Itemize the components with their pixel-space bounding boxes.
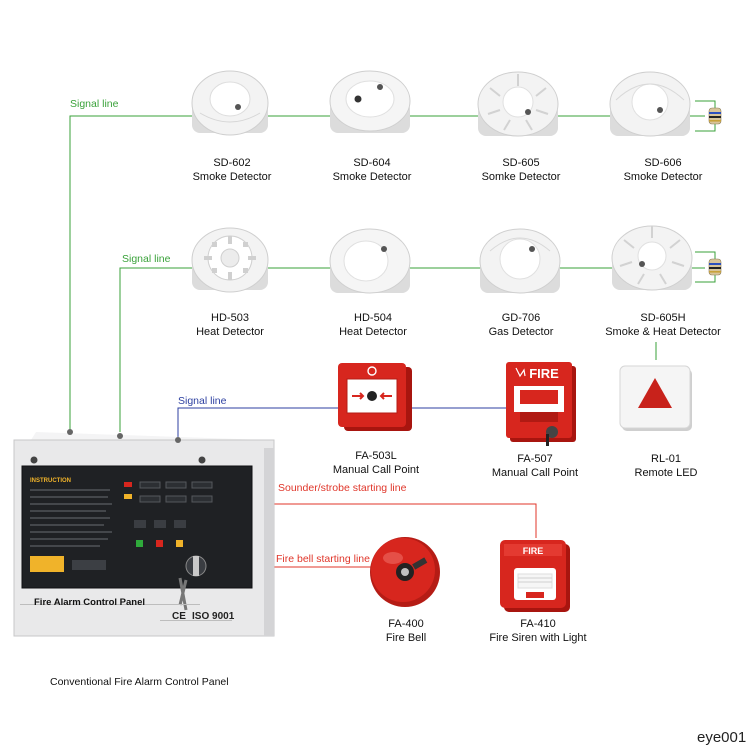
fire-bell-line-label: Fire bell starting line xyxy=(276,553,370,565)
control-panel: INSTRUCTION xyxy=(13,429,275,637)
device-model: GD-706 xyxy=(501,312,541,324)
device-label-rl-01: RL-01 Remote LED xyxy=(591,452,741,480)
device-model: HD-504 xyxy=(354,312,392,324)
device-label-sd-602: SD-602 Smoke Detector xyxy=(157,156,307,184)
device-name: Fire Siren with Light xyxy=(489,632,587,644)
device-label-sd-604: SD-604 Smoke Detector xyxy=(297,156,447,184)
pull-station-face-text: FIRE xyxy=(529,366,559,381)
device-label-fa-503l: FA-503L Manual Call Point xyxy=(301,449,451,477)
device-label-hd-503: HD-503 Heat Detector xyxy=(155,311,305,339)
smoke-detector-icon xyxy=(329,70,411,133)
device-name: Manual Call Point xyxy=(491,467,579,479)
device-name: Heat Detector xyxy=(339,326,407,338)
device-model: FA-400 xyxy=(388,618,424,630)
smoke-detector-icon xyxy=(609,71,691,137)
device-model: RL-01 xyxy=(651,453,681,465)
device-model: FA-503L xyxy=(355,450,397,462)
device-label-fa-410: FA-410 Fire Siren with Light xyxy=(463,617,613,645)
signal-line-label-2: Signal line xyxy=(122,253,171,265)
device-model: FA-410 xyxy=(520,618,556,630)
smoke-heat-detector-icon xyxy=(611,225,693,291)
device-name: Smoke Detector xyxy=(192,171,272,183)
device-label-sd-605h: SD-605H Smoke & Heat Detector xyxy=(588,311,738,339)
sounder-strobe-line xyxy=(270,503,537,538)
pull-station-icon: FIRE xyxy=(506,362,576,446)
device-model: SD-602 xyxy=(213,157,251,169)
device-label-sd-605: SD-605 Somke Detector xyxy=(446,156,596,184)
siren-face-text: FIRE xyxy=(523,546,544,556)
device-name: Smoke & Heat Detector xyxy=(605,326,721,338)
smoke-detector-icon xyxy=(477,71,559,137)
device-name: Remote LED xyxy=(634,467,698,479)
device-model: SD-605 xyxy=(502,157,540,169)
device-model: FA-507 xyxy=(517,453,553,465)
end-of-line-resistor-2 xyxy=(708,258,722,276)
gas-detector-icon xyxy=(479,228,561,294)
device-model: SD-604 xyxy=(353,157,391,169)
device-name: Manual Call Point xyxy=(332,464,420,476)
device-model: SD-606 xyxy=(644,157,682,169)
heat-detector-icon xyxy=(191,227,269,293)
device-label-fa-507: FA-507 Manual Call Point xyxy=(460,452,610,480)
device-name: Smoke Detector xyxy=(623,171,703,183)
signal-line-label-1: Signal line xyxy=(70,98,119,110)
watermark: eye001 xyxy=(697,729,747,746)
device-label-gd-706: GD-706 Gas Detector xyxy=(446,311,596,339)
panel-name-plate: Fire Alarm Control Panel xyxy=(34,597,146,608)
sounder-strobe-line-label: Sounder/strobe starting line xyxy=(278,482,407,494)
device-label-fa-400: FA-400 Fire Bell xyxy=(331,617,481,645)
remote-led-icon xyxy=(619,365,692,431)
iso-mark: ISO 9001 xyxy=(192,611,235,622)
device-label-sd-606: SD-606 Smoke Detector xyxy=(588,156,738,184)
heat-detector-icon xyxy=(329,228,411,294)
device-name: Gas Detector xyxy=(488,326,554,338)
device-model: HD-503 xyxy=(211,312,249,324)
device-name: Fire Bell xyxy=(385,632,427,644)
end-of-line-resistor-1 xyxy=(708,107,722,125)
siren-strobe-icon: FIRE xyxy=(500,540,570,612)
device-name: Somke Detector xyxy=(481,171,561,183)
device-model: SD-605H xyxy=(640,312,686,324)
device-label-hd-504: HD-504 Heat Detector xyxy=(298,311,448,339)
device-name: Smoke Detector xyxy=(332,171,412,183)
svg-text:INSTRUCTION: INSTRUCTION xyxy=(30,478,71,484)
smoke-detector-icon xyxy=(191,70,269,136)
manual-call-point-icon xyxy=(338,363,412,431)
diagram-caption: Conventional Fire Alarm Control Panel xyxy=(50,676,229,688)
fire-bell-icon xyxy=(370,537,440,607)
ce-mark: CE xyxy=(172,611,186,622)
signal-line-label-3: Signal line xyxy=(178,395,227,407)
device-name: Heat Detector xyxy=(196,326,264,338)
